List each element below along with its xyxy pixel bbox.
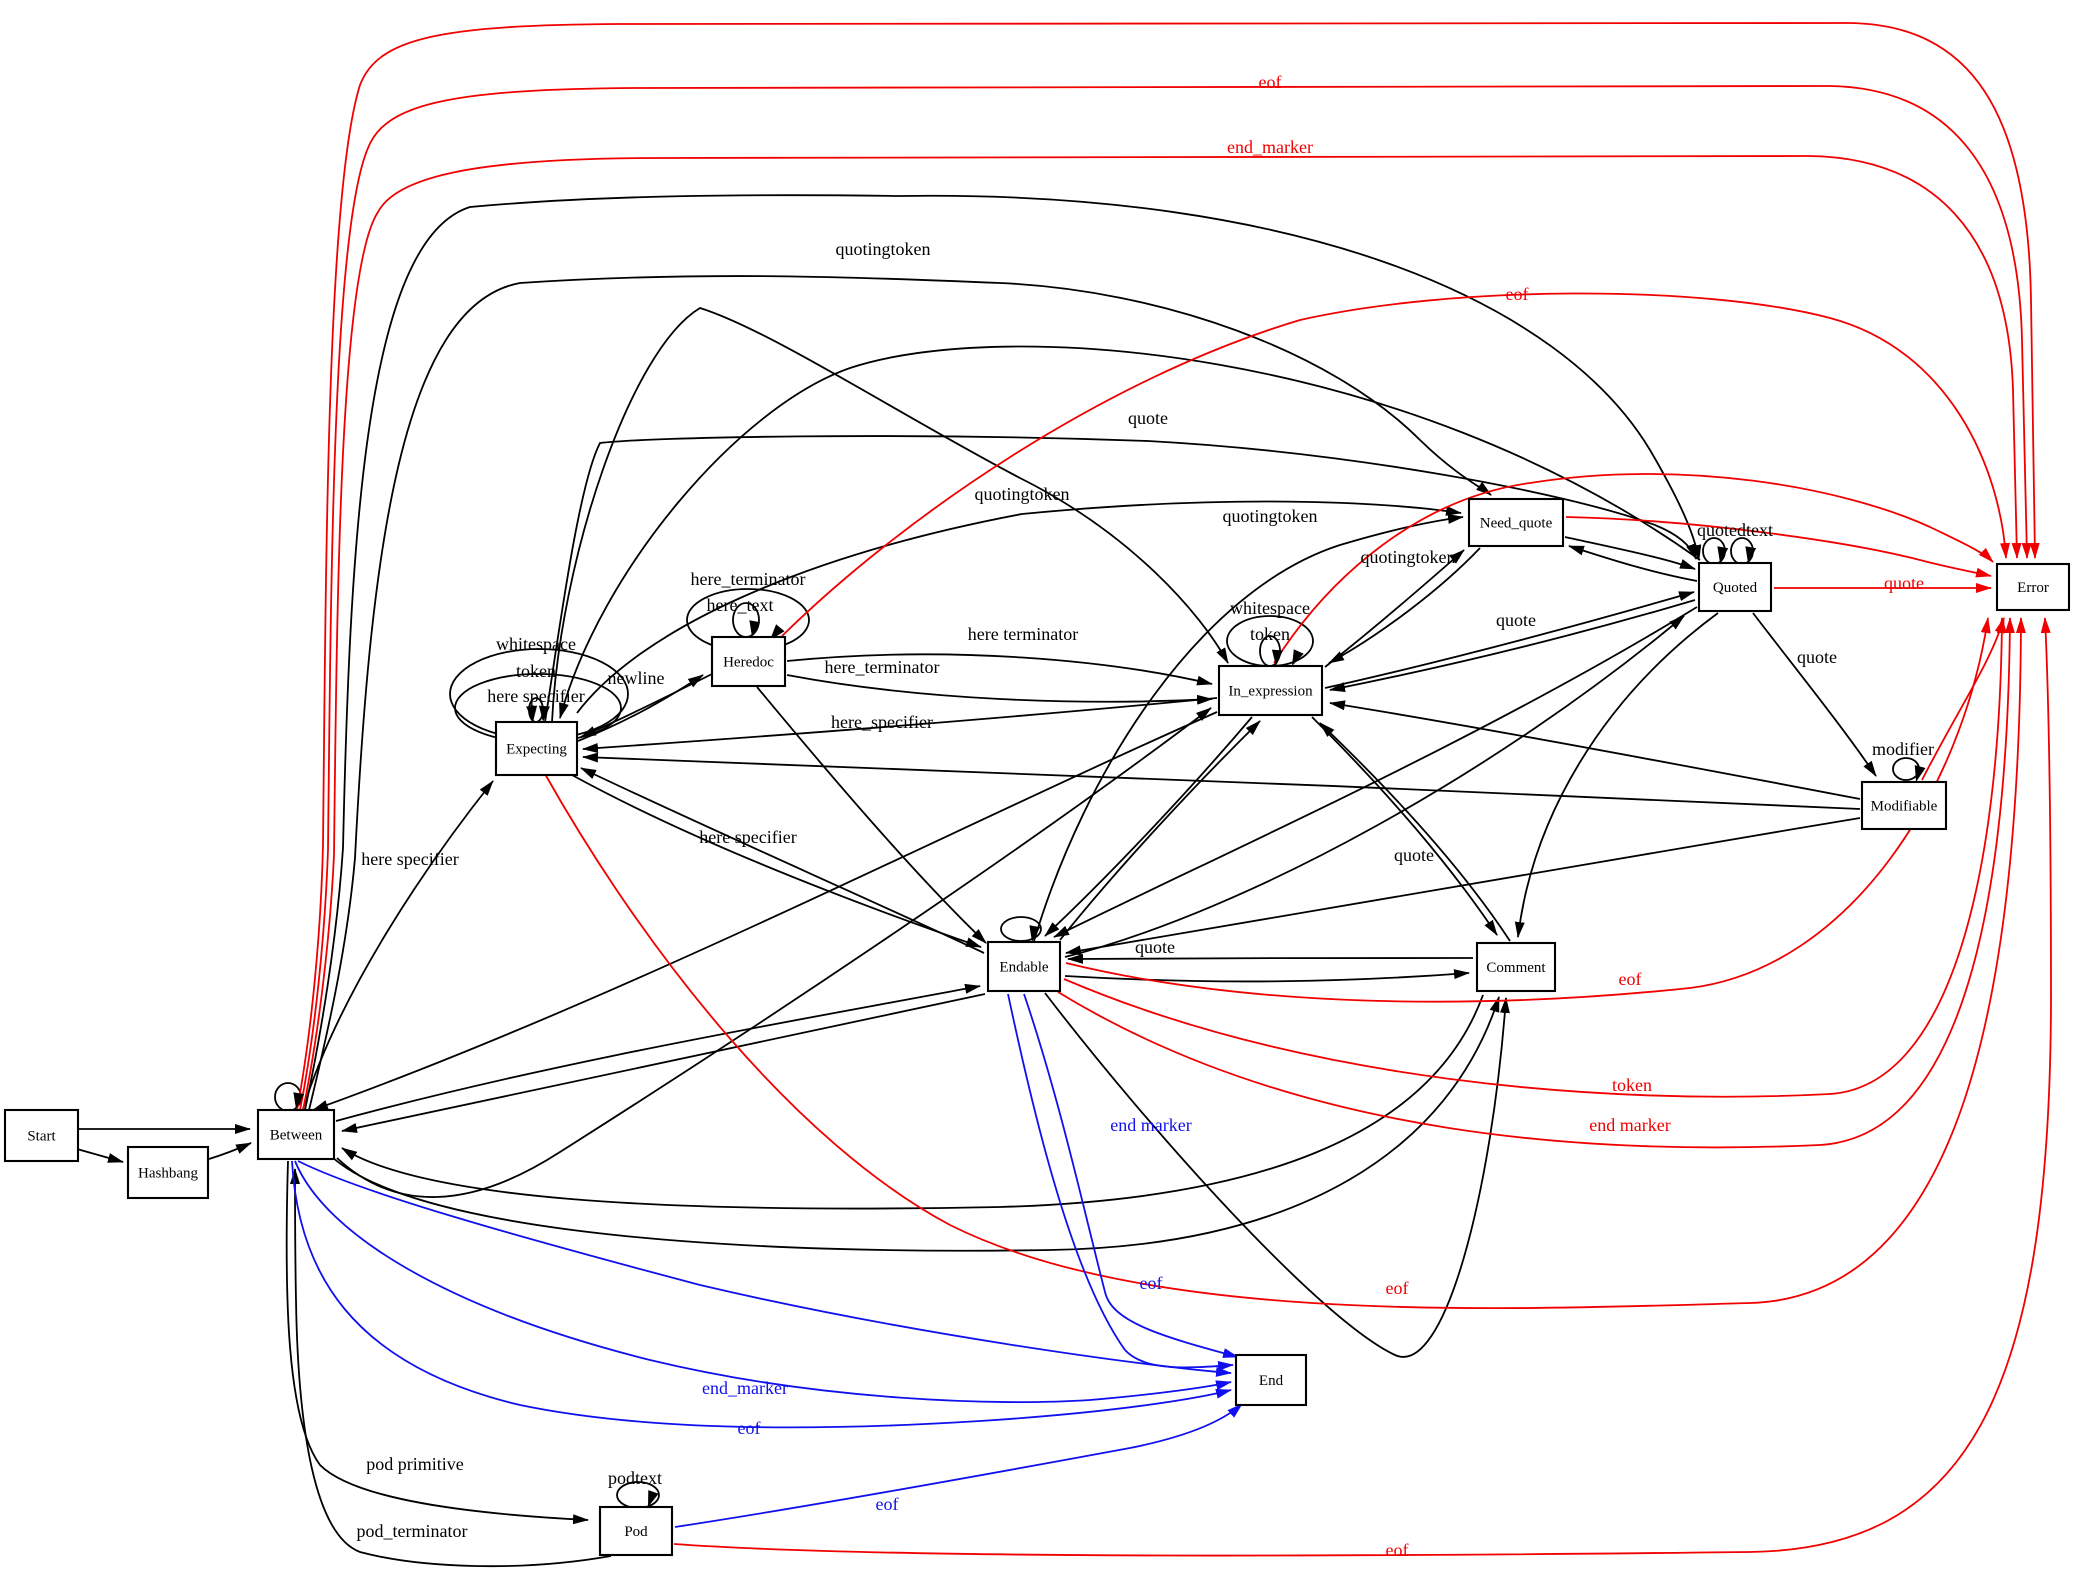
svg-text:eof: eof bbox=[1619, 969, 1642, 989]
svg-text:eof: eof bbox=[1259, 72, 1282, 92]
svg-text:eof: eof bbox=[1140, 1273, 1163, 1293]
svg-text:eof: eof bbox=[738, 1418, 761, 1438]
svg-text:whitespace: whitespace bbox=[1230, 598, 1310, 618]
svg-text:Quoted: Quoted bbox=[1713, 580, 1758, 596]
svg-text:end marker: end marker bbox=[1110, 1115, 1191, 1135]
svg-text:End: End bbox=[1259, 1373, 1284, 1389]
svg-text:quote: quote bbox=[1394, 845, 1434, 865]
svg-text:modifier: modifier bbox=[1872, 739, 1934, 759]
svg-text:Heredoc: Heredoc bbox=[723, 655, 774, 671]
svg-text:Error: Error bbox=[2017, 580, 2049, 596]
svg-text:Modifiable: Modifiable bbox=[1871, 799, 1938, 815]
svg-text:Pod: Pod bbox=[624, 1524, 648, 1540]
svg-text:eof: eof bbox=[1386, 1278, 1409, 1298]
svg-text:quotingtoken: quotingtoken bbox=[836, 239, 931, 259]
svg-text:quotingtoken: quotingtoken bbox=[1223, 506, 1318, 526]
svg-text:here terminator: here terminator bbox=[968, 624, 1078, 644]
svg-text:quote: quote bbox=[1496, 610, 1536, 630]
svg-text:Hashbang: Hashbang bbox=[138, 1166, 198, 1182]
svg-text:token: token bbox=[516, 661, 556, 681]
svg-text:Endable: Endable bbox=[999, 960, 1048, 976]
svg-text:here_specifier: here_specifier bbox=[831, 712, 933, 732]
svg-text:here_terminator: here_terminator bbox=[691, 569, 806, 589]
svg-text:quote: quote bbox=[1884, 573, 1924, 593]
svg-text:pod primitive: pod primitive bbox=[366, 1454, 464, 1474]
svg-text:eof: eof bbox=[876, 1494, 899, 1514]
svg-text:here specifier: here specifier bbox=[361, 849, 458, 869]
svg-text:here_terminator: here_terminator bbox=[825, 657, 940, 677]
svg-text:eof: eof bbox=[1386, 1540, 1409, 1560]
svg-text:whitespace: whitespace bbox=[496, 634, 576, 654]
svg-text:pod_terminator: pod_terminator bbox=[357, 1521, 468, 1541]
svg-text:end_marker: end_marker bbox=[702, 1378, 788, 1398]
svg-text:newline: newline bbox=[608, 668, 665, 688]
svg-text:here specifier: here specifier bbox=[699, 827, 796, 847]
svg-text:token: token bbox=[1612, 1075, 1652, 1095]
svg-text:Start: Start bbox=[27, 1129, 56, 1145]
svg-text:Need_quote: Need_quote bbox=[1480, 516, 1553, 532]
svg-text:quotedtext: quotedtext bbox=[1697, 520, 1773, 540]
svg-text:Expecting: Expecting bbox=[506, 742, 567, 758]
svg-text:quotingtoken: quotingtoken bbox=[975, 484, 1070, 504]
svg-text:here_text: here_text bbox=[707, 595, 774, 615]
svg-text:end marker: end marker bbox=[1589, 1115, 1670, 1135]
svg-text:token: token bbox=[1250, 624, 1290, 644]
svg-text:end_marker: end_marker bbox=[1227, 137, 1313, 157]
svg-text:Between: Between bbox=[270, 1128, 323, 1144]
svg-text:quotingtoken: quotingtoken bbox=[1361, 547, 1456, 567]
svg-text:In_expression: In_expression bbox=[1228, 684, 1313, 700]
svg-text:quote: quote bbox=[1797, 647, 1837, 667]
svg-text:quote: quote bbox=[1128, 408, 1168, 428]
svg-text:here specifier: here specifier bbox=[487, 686, 584, 706]
svg-text:quote: quote bbox=[1135, 937, 1175, 957]
svg-text:eof: eof bbox=[1506, 284, 1529, 304]
svg-text:Comment: Comment bbox=[1486, 960, 1546, 976]
svg-text:podtext: podtext bbox=[608, 1468, 662, 1488]
